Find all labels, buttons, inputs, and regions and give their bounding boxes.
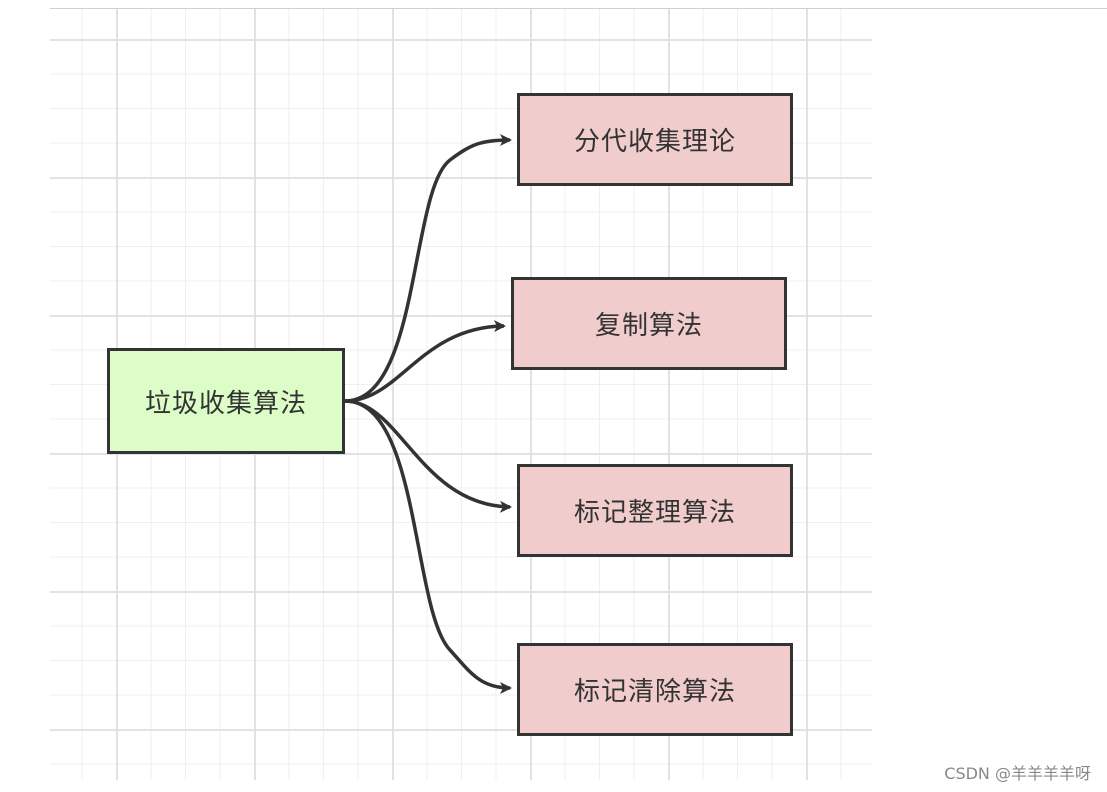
child-node-mark-compact: 标记整理算法 bbox=[517, 464, 793, 557]
root-node-label: 垃圾收集算法 bbox=[144, 388, 307, 419]
child-node-copying: 复制算法 bbox=[511, 277, 787, 370]
child-node-mark-sweep: 标记清除算法 bbox=[517, 643, 793, 736]
watermark-text: CSDN @羊羊羊羊呀 bbox=[944, 764, 1091, 783]
child-node-label: 标记整理算法 bbox=[573, 498, 736, 528]
top-divider bbox=[50, 8, 1107, 9]
edge-root-to-fendai bbox=[344, 134, 512, 403]
root-node-garbage-collection: 垃圾收集算法 bbox=[107, 348, 345, 454]
child-node-label: 复制算法 bbox=[594, 311, 703, 341]
child-node-label: 分代收集理论 bbox=[573, 127, 736, 157]
edge-root-to-biaoji-zhengli bbox=[344, 399, 512, 513]
child-node-label: 标记清除算法 bbox=[573, 677, 736, 707]
edge-root-to-fuzhi bbox=[344, 320, 506, 403]
edge-root-to-biaoji-qingchu bbox=[344, 399, 512, 694]
child-node-generational-theory: 分代收集理论 bbox=[517, 93, 793, 186]
